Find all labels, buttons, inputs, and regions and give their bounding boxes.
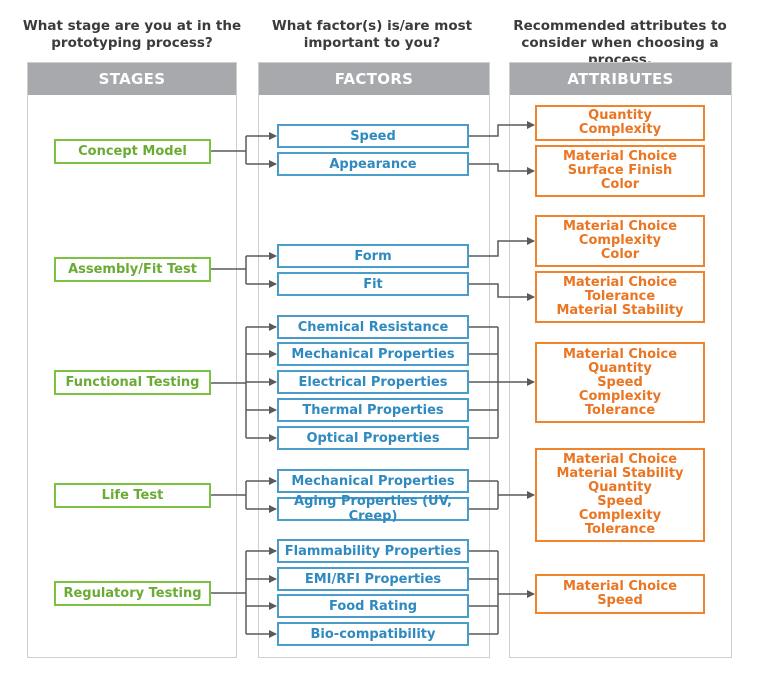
factors-header: FACTORS — [259, 63, 489, 95]
factor-electrical-properties: Electrical Properties — [277, 370, 469, 394]
factor-mechanical-properties: Mechanical Properties — [277, 342, 469, 366]
attribute-box-4: Material Choice Tolerance Material Stabi… — [535, 271, 705, 323]
factor-chemical-resistance: Chemical Resistance — [277, 315, 469, 339]
attribute-item: Speed — [597, 494, 643, 509]
attribute-item: Material Stability — [556, 303, 684, 318]
attribute-item: Speed — [597, 593, 643, 608]
attribute-item: Tolerance — [584, 402, 656, 418]
attribute-box-6: Material Choice Material Stability Quant… — [535, 448, 705, 542]
factor-speed: Speed — [277, 124, 469, 148]
attribute-item: Complexity — [578, 508, 662, 523]
stage-regulatory-testing: Regulatory Testing — [54, 581, 211, 606]
attribute-item: Material Choice — [562, 346, 678, 362]
attribute-item: Quantity — [588, 360, 652, 376]
attribute-box-7: Material Choice Speed — [535, 574, 705, 614]
factor-emi-rfi-properties: EMI/RFI Properties — [277, 567, 469, 591]
attribute-item: Material Choice — [562, 275, 678, 290]
attribute-item: Tolerance — [584, 289, 656, 304]
attribute-item: Material Choice — [562, 219, 678, 234]
factor-optical-properties: Optical Properties — [277, 426, 469, 450]
factor-food-rating: Food Rating — [277, 594, 469, 618]
factor-mechanical-properties-life: Mechanical Properties — [277, 469, 469, 493]
attribute-item: Quantity — [588, 480, 652, 495]
attribute-item: Tolerance — [584, 522, 656, 537]
factor-form: Form — [277, 244, 469, 268]
attribute-item: Color — [600, 177, 640, 192]
attribute-item: Material Choice — [562, 149, 678, 164]
stage-concept-model: Concept Model — [54, 139, 211, 164]
attribute-box-5: Material Choice Quantity Speed Complexit… — [535, 342, 705, 423]
factor-appearance: Appearance — [277, 152, 469, 176]
stages-question: What stage are you at in the prototyping… — [22, 18, 242, 51]
stage-assembly-fit-test: Assembly/Fit Test — [54, 257, 211, 282]
attribute-item: Material Choice — [562, 579, 678, 594]
attributes-header: ATTRIBUTES — [510, 63, 731, 95]
attribute-box-3: Material Choice Complexity Color — [535, 215, 705, 267]
attribute-item: Speed — [597, 374, 643, 390]
attribute-item: Complexity — [578, 122, 662, 137]
attribute-item: Material Stability — [556, 466, 684, 481]
attribute-box-1: Quantity Complexity — [535, 105, 705, 141]
stage-functional-testing: Functional Testing — [54, 370, 211, 395]
attribute-item: Surface Finish — [567, 163, 673, 178]
factor-bio-compatibility: Bio-compatibility — [277, 622, 469, 646]
attribute-box-2: Material Choice Surface Finish Color — [535, 145, 705, 197]
stages-header: STAGES — [28, 63, 236, 95]
factors-question: What factor(s) is/are most important to … — [271, 18, 473, 51]
attribute-item: Material Choice — [562, 452, 678, 467]
attribute-item: Complexity — [578, 388, 662, 404]
factor-flammability-properties: Flammability Properties — [277, 539, 469, 563]
attribute-item: Color — [600, 247, 640, 262]
factor-fit: Fit — [277, 272, 469, 296]
stage-life-test: Life Test — [54, 483, 211, 508]
factor-aging-properties: Aging Properties (UV, Creep) — [277, 494, 469, 524]
attribute-item: Complexity — [578, 233, 662, 248]
factor-thermal-properties: Thermal Properties — [277, 398, 469, 422]
attribute-item: Quantity — [588, 108, 652, 123]
